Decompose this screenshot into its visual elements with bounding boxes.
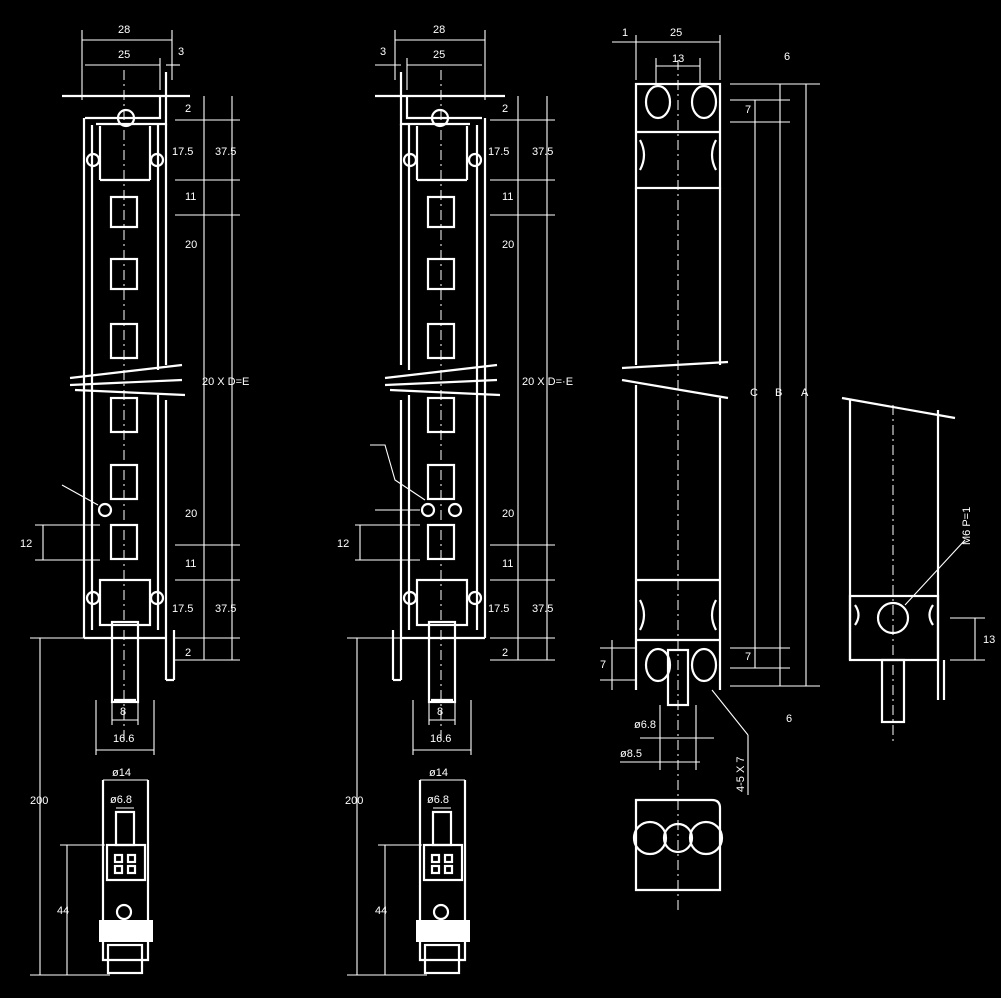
dim-1: 1 <box>622 27 628 39</box>
dim-20-top: 20 <box>185 239 197 251</box>
dim-2-top: 2 <box>502 103 508 115</box>
dim-pitch: 20 X D=·E <box>522 376 573 388</box>
dim-dia6-8: ø6.8 <box>427 794 449 806</box>
dim-37-5-bot: 37.5 <box>532 603 553 615</box>
detail-view: M6 P=1 13 <box>841 396 995 745</box>
dim-dia14: ø14 <box>429 767 448 779</box>
side-view: 1 25 13 6 7 C <box>600 27 820 910</box>
dim-thread: M6 P=1 <box>961 507 973 545</box>
dim-7-right: 7 <box>745 651 751 663</box>
dim-slot: 4-5 X 7 <box>735 757 747 792</box>
dim-17-5-top: 17.5 <box>172 146 193 158</box>
dim-16-6: 16.6 <box>430 733 451 745</box>
dim-12: 12 <box>20 538 32 550</box>
dim-dia8-5: ø8.5 <box>620 748 642 760</box>
middle-view: 28 25 3 <box>337 24 573 976</box>
dim-25: 25 <box>670 27 682 39</box>
dim-20-top: 20 <box>502 239 514 251</box>
dim-13: 13 <box>983 634 995 646</box>
dim-200: 200 <box>345 795 363 807</box>
dim-2-bot: 2 <box>185 647 191 659</box>
dim-11-top: 11 <box>502 191 513 203</box>
dim-16-6: 16.6 <box>113 733 134 745</box>
dim-17-5-top: 17.5 <box>488 146 509 158</box>
dim-6-top: 6 <box>784 51 790 63</box>
dim-2-bot: 2 <box>502 647 508 659</box>
dim-20-bot: 20 <box>502 508 514 520</box>
dim-flange: 3 <box>380 46 386 58</box>
dim-13: 13 <box>672 53 684 65</box>
dim-37-5-bot: 37.5 <box>215 603 236 615</box>
dim-11-top: 11 <box>185 191 196 203</box>
dim-2-top: 2 <box>185 103 191 115</box>
dim-7-top: 7 <box>745 104 751 116</box>
dim-top-inner: 25 <box>433 49 445 61</box>
dim-top-outer: 28 <box>433 24 445 36</box>
dim-200: 200 <box>30 795 48 807</box>
dim-20-bot: 20 <box>185 508 197 520</box>
dim-pitch: 20 X D=E <box>202 376 249 388</box>
dim-A: A <box>801 387 809 399</box>
dim-dia6-8: ø6.8 <box>634 719 656 731</box>
dim-dia14: ø14 <box>112 767 131 779</box>
dim-top-outer: 28 <box>118 24 130 36</box>
dim-dia6-8: ø6.8 <box>110 794 132 806</box>
dim-6-bot: 6 <box>786 713 792 725</box>
dim-11-bot: 11 <box>502 558 513 570</box>
dim-C: C <box>750 387 758 399</box>
dim-44: 44 <box>375 905 387 917</box>
dim-17-5-bot: 17.5 <box>172 603 193 615</box>
dim-8: 8 <box>437 706 443 718</box>
dim-17-5-bot: 17.5 <box>488 603 509 615</box>
dim-12: 12 <box>337 538 349 550</box>
dim-44: 44 <box>57 905 69 917</box>
left-view: 28 25 3 <box>20 24 249 976</box>
dim-7-left: 7 <box>600 659 606 671</box>
dim-B: B <box>775 387 782 399</box>
dim-8: 8 <box>120 706 126 718</box>
dim-37-5-top: 37.5 <box>532 146 553 158</box>
dim-flange: 3 <box>178 46 184 58</box>
dim-37-5-top: 37.5 <box>215 146 236 158</box>
dim-11-bot: 11 <box>185 558 196 570</box>
dim-top-inner: 25 <box>118 49 130 61</box>
